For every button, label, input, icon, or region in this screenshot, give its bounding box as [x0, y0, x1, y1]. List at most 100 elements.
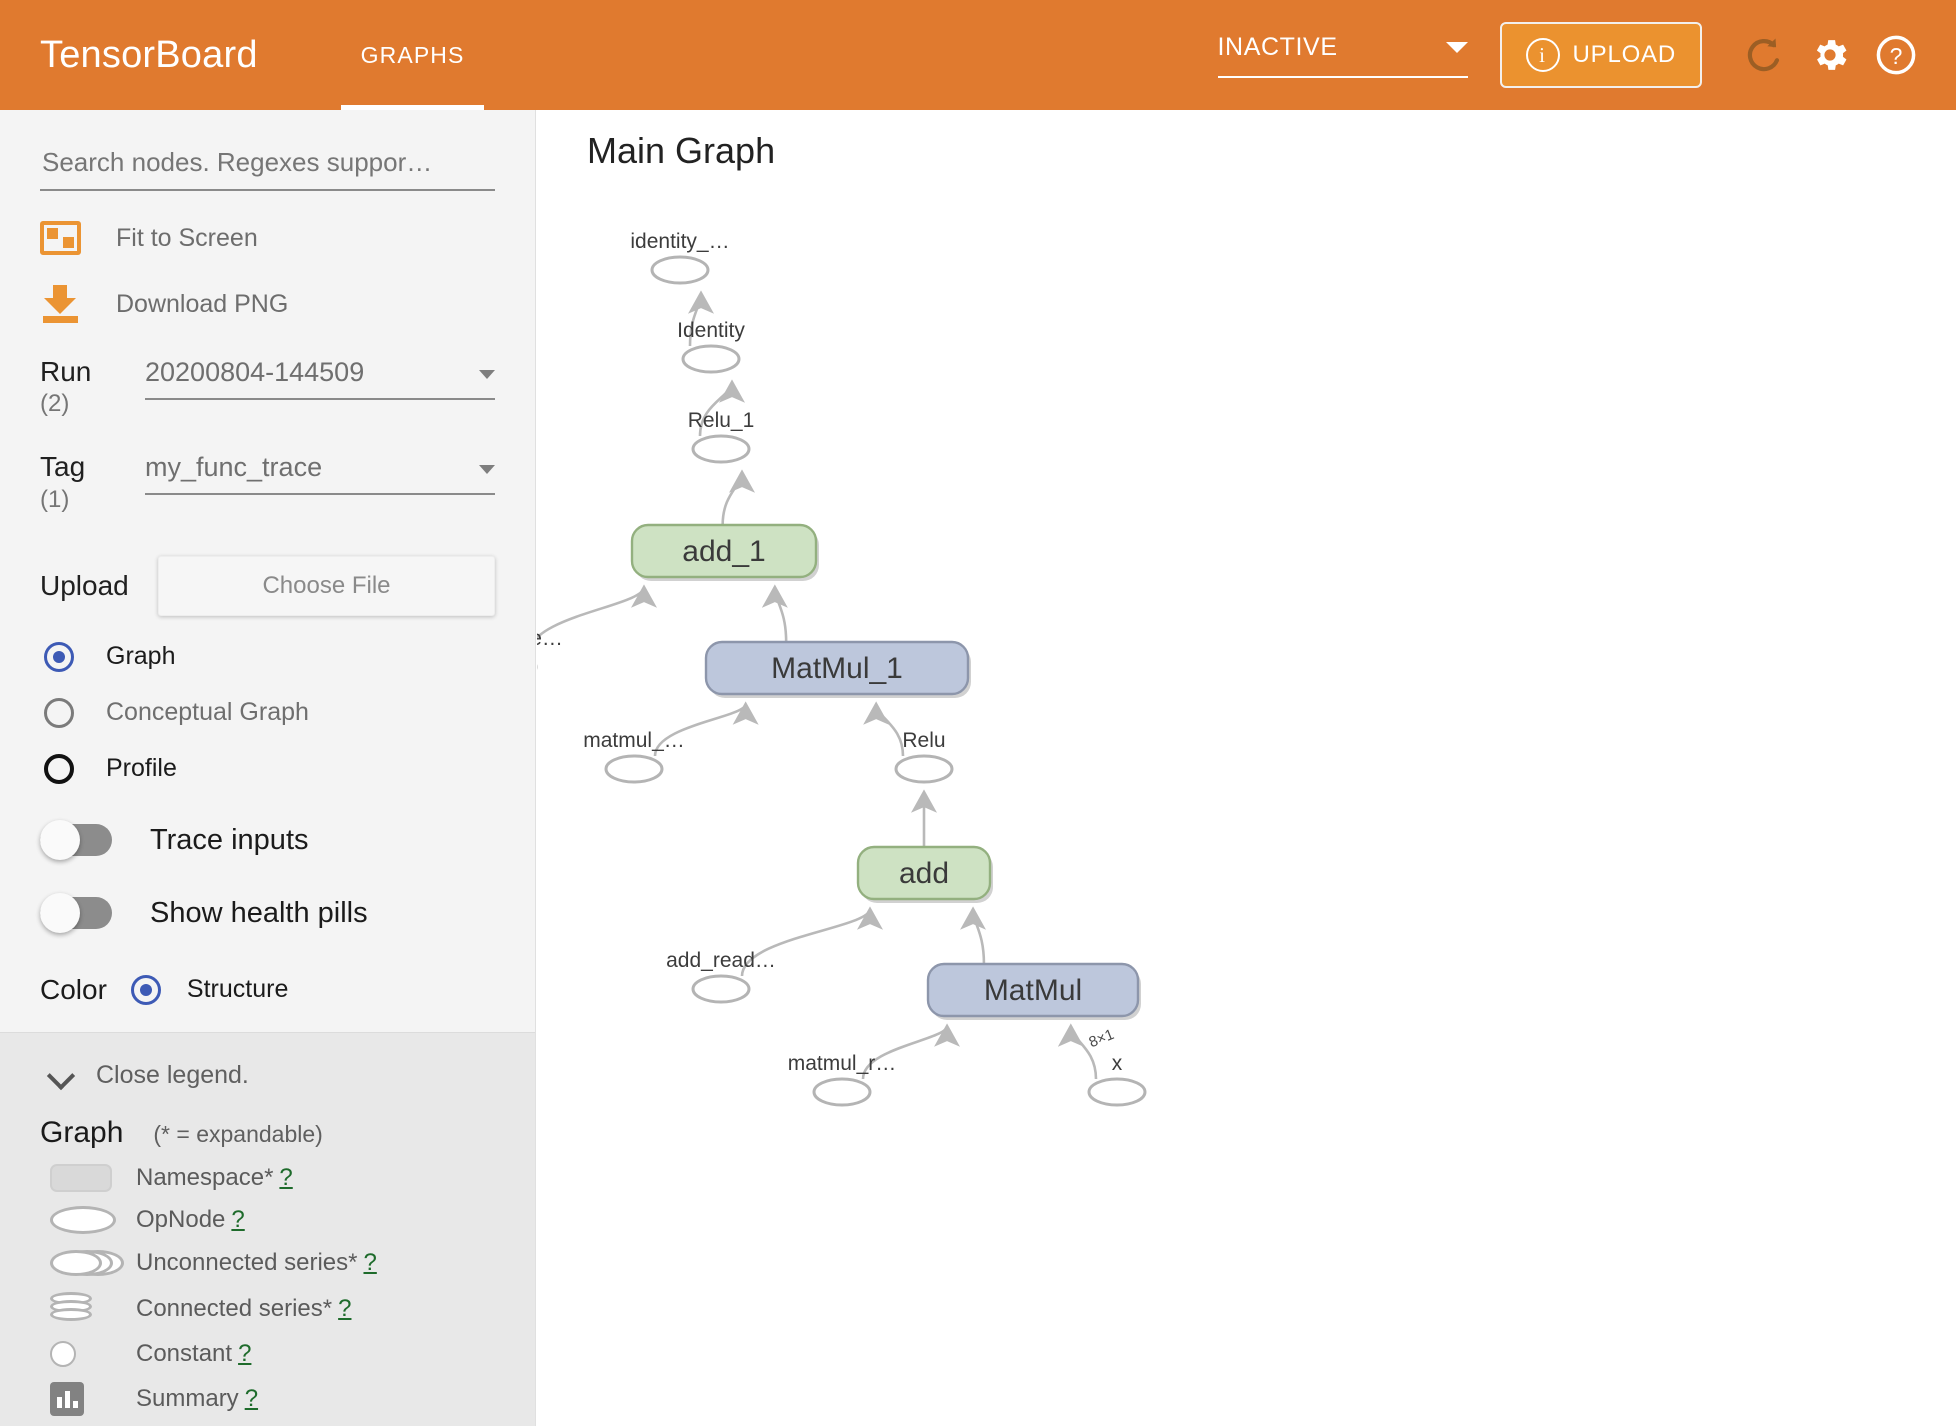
node-label: identity_…: [630, 230, 729, 253]
run-status-select[interactable]: INACTIVE: [1217, 32, 1468, 78]
radio-graph-icon: [44, 641, 74, 672]
refresh-icon[interactable]: [1736, 27, 1792, 83]
node-shape: [894, 754, 954, 784]
toggle-show-health-pills[interactable]: Show health pills: [40, 893, 495, 934]
graph-edges: 8×1: [537, 290, 1117, 1080]
graph-edge: [761, 584, 788, 643]
legend-item-label: Summary?: [136, 1384, 259, 1412]
fit-to-screen-button[interactable]: Fit to Screen: [40, 221, 495, 255]
graph-node-add_1_readvariableop[interactable]: add_1_re…: [537, 627, 563, 680]
radio-structure-icon[interactable]: [130, 974, 161, 1005]
run-status-label: INACTIVE: [1217, 32, 1338, 61]
upload-field: Upload Choose File: [40, 555, 495, 616]
search-input[interactable]: [40, 146, 495, 179]
run-value: 20200804-144509: [145, 357, 365, 387]
radio-profile[interactable]: Profile: [40, 753, 495, 784]
info-circle-icon: i: [1525, 38, 1560, 72]
node-label: matmul_…: [583, 729, 685, 752]
graph-node-identity_1[interactable]: identity_…: [630, 230, 730, 285]
header-right-controls: INACTIVE i UPLOAD ?: [1217, 22, 1925, 88]
graph-edge: [537, 584, 657, 640]
node-label: add: [899, 857, 949, 890]
fit-to-screen-icon: [40, 221, 81, 255]
graph-edge: [1057, 1023, 1098, 1080]
graph-node-add[interactable]: add: [856, 845, 993, 903]
graph-node-Identity[interactable]: Identity: [677, 319, 745, 374]
help-link[interactable]: ?: [279, 1163, 293, 1191]
toggle-trace-inputs[interactable]: Trace inputs: [40, 820, 495, 861]
gear-icon[interactable]: [1802, 27, 1858, 83]
help-link[interactable]: ?: [338, 1294, 352, 1322]
fit-to-screen-label: Fit to Screen: [116, 223, 258, 252]
tab-graphs[interactable]: GRAPHS: [333, 0, 493, 110]
chevron-down-icon: [50, 1064, 72, 1086]
node-shape: [691, 434, 751, 464]
radio-profile-label: Profile: [106, 754, 177, 783]
svg-text:?: ?: [1890, 43, 1903, 69]
legend-item-unconnected-series: Unconnected series*?: [40, 1248, 495, 1278]
node-shape: [604, 754, 664, 784]
node-label: MatMul: [984, 974, 1082, 1007]
legend-item-opnode: OpNode?: [40, 1205, 495, 1234]
node-label: MatMul_1: [771, 652, 903, 685]
node-label: Relu_1: [688, 409, 755, 432]
node-shape: [691, 974, 751, 1004]
run-select[interactable]: 20200804-144509: [145, 357, 495, 400]
sidebar: Fit to Screen Download PNG Run (2) 20200…: [0, 110, 536, 1426]
upload-button[interactable]: i UPLOAD: [1499, 22, 1702, 88]
radio-graph[interactable]: Graph: [40, 641, 495, 672]
nav-tabs: GRAPHS: [333, 0, 493, 110]
download-png-label: Download PNG: [116, 289, 289, 318]
summary-icon: [40, 1381, 136, 1416]
legend-item-label: OpNode?: [136, 1205, 245, 1233]
help-circle-icon[interactable]: ?: [1868, 27, 1924, 83]
run-label: Run: [40, 356, 92, 387]
graph-edge: [653, 701, 759, 757]
legend-item-label: Namespace*?: [136, 1163, 293, 1191]
graph-node-Relu[interactable]: Relu: [894, 729, 954, 784]
choose-file-button[interactable]: Choose File: [158, 555, 495, 616]
graph-edge: [740, 906, 883, 977]
radio-structure-label: Structure: [186, 975, 289, 1004]
help-link[interactable]: ?: [231, 1205, 245, 1233]
graph-node-add_1[interactable]: add_1: [630, 523, 819, 581]
toggle-show-health-pills-switch[interactable]: [40, 893, 112, 934]
toggle-trace-inputs-switch[interactable]: [40, 820, 112, 861]
close-legend-button[interactable]: Close legend.: [40, 1061, 495, 1090]
legend-title: Graph: [40, 1115, 124, 1149]
help-link[interactable]: ?: [363, 1248, 377, 1276]
legend-header: Graph (* = expandable): [40, 1116, 495, 1150]
node-label: add_read…: [666, 949, 776, 972]
radio-conceptual-graph[interactable]: Conceptual Graph: [40, 697, 495, 728]
download-png-button[interactable]: Download PNG: [40, 285, 495, 323]
node-shape: [681, 344, 741, 374]
help-link[interactable]: ?: [244, 1384, 259, 1412]
tag-select[interactable]: my_func_trace: [145, 452, 495, 496]
upload-button-label: UPLOAD: [1572, 41, 1676, 68]
graph-node-matmul_readvariableop_1[interactable]: matmul_…: [583, 729, 685, 784]
graph-node-x[interactable]: x: [1087, 1052, 1147, 1107]
upload-label: Upload: [40, 569, 129, 601]
tag-count: (1): [40, 485, 70, 513]
close-legend-label: Close legend.: [96, 1060, 249, 1089]
app-header: TensorBoard GRAPHS INACTIVE i UPLOAD: [0, 0, 1956, 110]
run-count: (2): [40, 390, 70, 418]
chevron-down-icon: [479, 465, 495, 475]
legend-item-summary: Summary?: [40, 1381, 495, 1416]
graph-edge: [721, 469, 755, 526]
app-brand: TensorBoard: [40, 33, 258, 76]
graph-node-MatMul[interactable]: MatMul: [926, 962, 1141, 1020]
help-link[interactable]: ?: [238, 1339, 252, 1367]
graph-node-matmul_readvariableop[interactable]: matmul_r…: [788, 1052, 897, 1107]
search-field[interactable]: [40, 146, 495, 191]
graph-node-Relu_1[interactable]: Relu_1: [688, 409, 755, 464]
graph-node-MatMul_1[interactable]: MatMul_1: [704, 640, 971, 698]
legend-item-namespace: Namespace*?: [40, 1163, 495, 1192]
graph-node-add_readvariableop[interactable]: add_read…: [666, 949, 776, 1004]
namespace-icon: [40, 1163, 136, 1192]
tag-label: Tag: [40, 451, 86, 483]
page-title: Main Graph: [587, 130, 776, 171]
tag-field-label: Tag (1): [40, 452, 145, 513]
